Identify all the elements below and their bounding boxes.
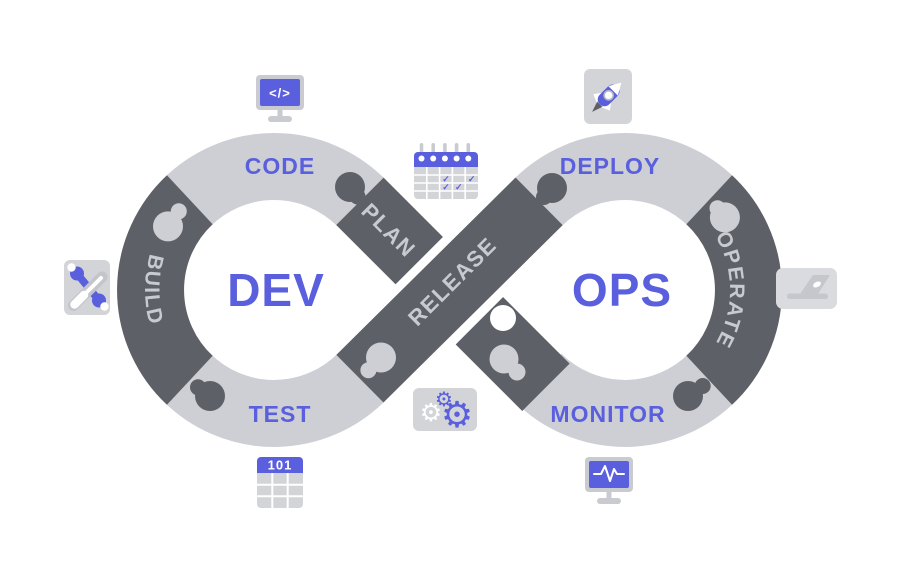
puzzle-knob-release-deploy: [536, 173, 567, 205]
calendar-checks: ✓ ✓ ✓ ✓: [442, 174, 475, 192]
puzzle-connectors: [153, 172, 740, 411]
calendar-icon: ✓ ✓ ✓ ✓: [414, 143, 478, 199]
code-glyph: </>: [269, 86, 291, 101]
puzzle-knob-deploy-operate: [709, 200, 740, 233]
gear-glyph-small: ⚙: [435, 387, 453, 411]
gears-icon: ⚙ ⚙ ⚙: [413, 387, 477, 436]
monitor-label: MONITOR: [550, 401, 665, 427]
puzzle-knob-monitor-plan: [489, 344, 526, 381]
binary-table-label: 101: [268, 458, 293, 473]
test-label: TEST: [249, 401, 312, 427]
puzzle-knob-code-build: [153, 203, 187, 242]
heartbeat-glyph: [593, 465, 625, 482]
laptop-icon: [776, 268, 837, 309]
calendar-ring-holes: [418, 155, 472, 162]
svg-text:✓: ✓: [442, 182, 450, 192]
ops-label: OPS: [572, 264, 672, 316]
puzzle-notch: [490, 305, 516, 331]
gear-glyph-white: ⚙: [420, 398, 442, 427]
puzzle-knob-test-release: [360, 342, 396, 379]
puzzle-knob-operate-monitor: [673, 378, 711, 411]
code-monitor-icon: </>: [256, 75, 304, 122]
screwdriver-glyph: [68, 271, 108, 311]
tools-icon: [64, 260, 110, 315]
rocket-icon: [584, 69, 632, 124]
puzzle-knob-build-test: [190, 379, 225, 411]
deploy-label: DEPLOY: [560, 153, 661, 179]
svg-text:✓: ✓: [468, 174, 476, 184]
table-grid: [257, 473, 303, 508]
binary-table-icon: 101: [257, 457, 303, 508]
calendar-grid: [414, 167, 478, 199]
puzzle-knob-plan-code: [335, 172, 366, 205]
build-label: BUILD: [140, 252, 168, 327]
svg-text:✓: ✓: [455, 182, 463, 192]
svg-text:✓: ✓: [442, 174, 450, 184]
gear-glyph-large: ⚙: [441, 395, 473, 436]
code-label: CODE: [245, 153, 315, 179]
dev-label: DEV: [227, 264, 325, 316]
pulse-monitor-icon: [585, 457, 633, 504]
